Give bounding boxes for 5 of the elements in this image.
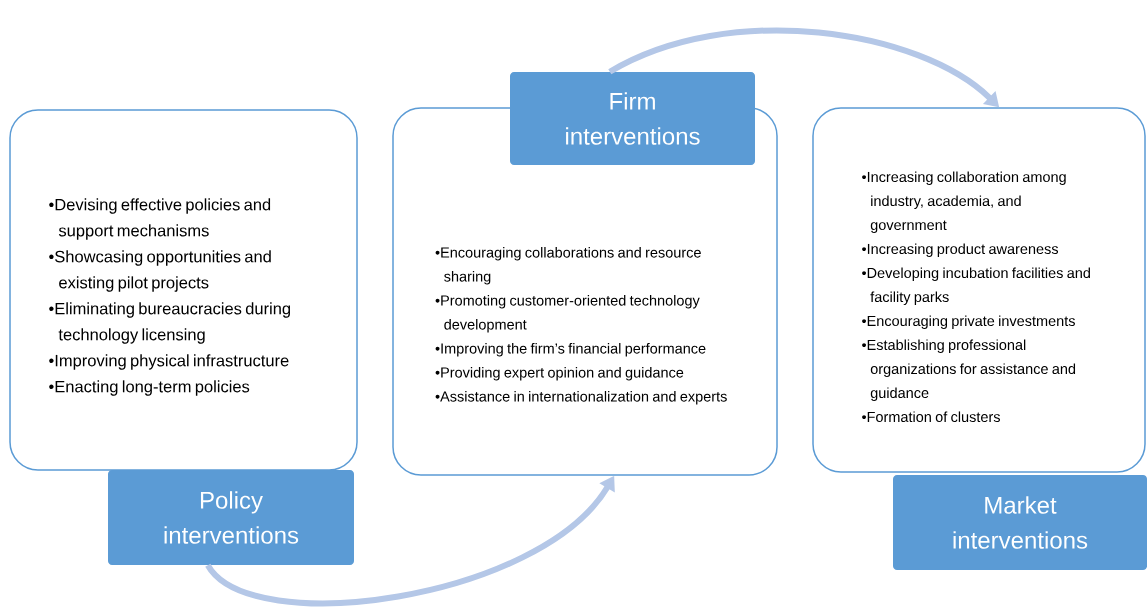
title-box: Firm interventions [510, 72, 755, 165]
title-box: Market interventions [893, 475, 1147, 570]
bullet-list-box: •Devising effective policies and support mechanisms •Showcasing opportunities and existing pilot projects •Eliminating bureaucracies during technology licensing •Improving physical infrastructure •Enacting long-term policies [9, 109, 358, 471]
bullet-list-box: •Increasing collaboration among industry, academia, and government •Increasing product awareness •Developing incubation facilities and facility parks •Encouraging private investments •Establishing professional organizations for assistance and guidance •Formation of clusters [812, 107, 1146, 473]
title-box: Policy interventions [108, 470, 354, 565]
